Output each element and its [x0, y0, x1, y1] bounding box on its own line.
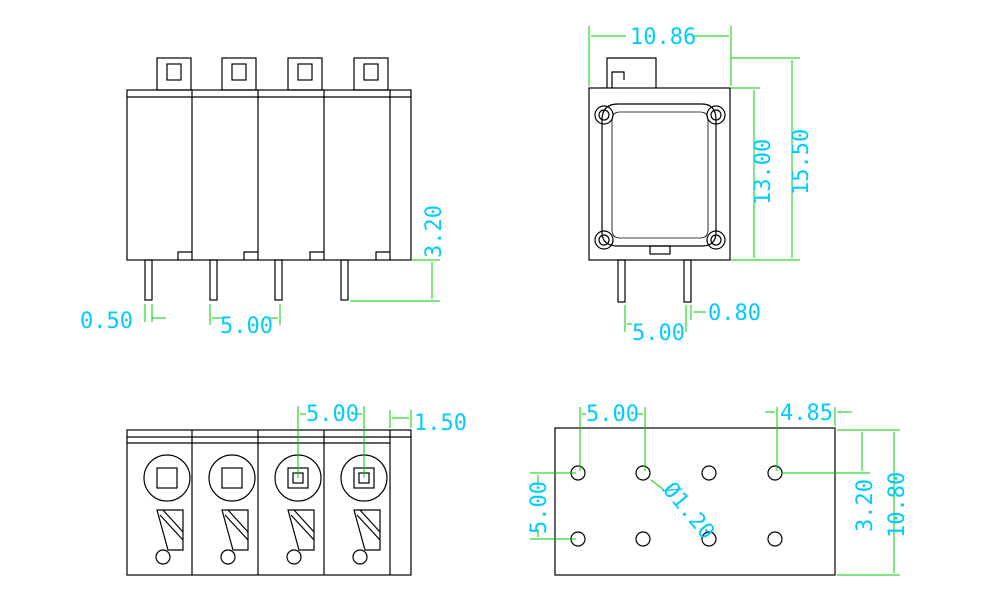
pcb-hole-diameter-label: Ø1.20: [657, 478, 719, 545]
front-pin-width-label: 0.50: [80, 309, 133, 334]
top-pitch-label: 5.00: [306, 402, 359, 427]
side-pitch-label: 5.00: [632, 321, 685, 346]
pcb-dimensions: [530, 407, 900, 576]
pcb-depth-label: 10.80: [885, 472, 910, 538]
top-release-buttons: [155, 509, 381, 565]
latch-tabs: [156, 57, 389, 91]
front-view: 0.50 5.00 3.20: [80, 57, 447, 339]
side-corner-holes: [594, 105, 726, 250]
pcb-row-pitch-label: 5.00: [527, 481, 552, 534]
side-width-label: 10.86: [630, 25, 696, 50]
top-view: 5.00 1.50: [126, 402, 467, 576]
front-pitch-label: 5.00: [220, 314, 273, 339]
top-dimensions: [297, 406, 412, 478]
top-wire-entries: [143, 454, 388, 502]
pcb-row-offset-label: 3.20: [853, 479, 878, 532]
front-dimensions: [144, 259, 440, 325]
side-body: [588, 87, 731, 261]
side-view: 10.86 13.00 15.50 5.00 0.80: [588, 25, 814, 346]
side-body-height-label: 13.00: [751, 139, 776, 205]
front-pins: [144, 259, 349, 301]
pcb-pitch-x-label: 5.00: [586, 402, 639, 427]
top-body: [126, 429, 412, 576]
top-edge-label: 1.50: [414, 411, 467, 436]
pcb-outline: [554, 427, 836, 576]
side-dimensions: [588, 26, 800, 332]
front-body: [126, 89, 412, 261]
pcb-offset-label: 4.85: [780, 401, 833, 426]
front-pin-length-label: 3.20: [422, 205, 447, 258]
side-pin-width-label: 0.80: [708, 301, 761, 326]
pcb-layout: 5.00 4.85 5.00 Ø1.20 3.20 10.80: [527, 401, 910, 576]
side-total-height-label: 15.50: [789, 129, 814, 195]
